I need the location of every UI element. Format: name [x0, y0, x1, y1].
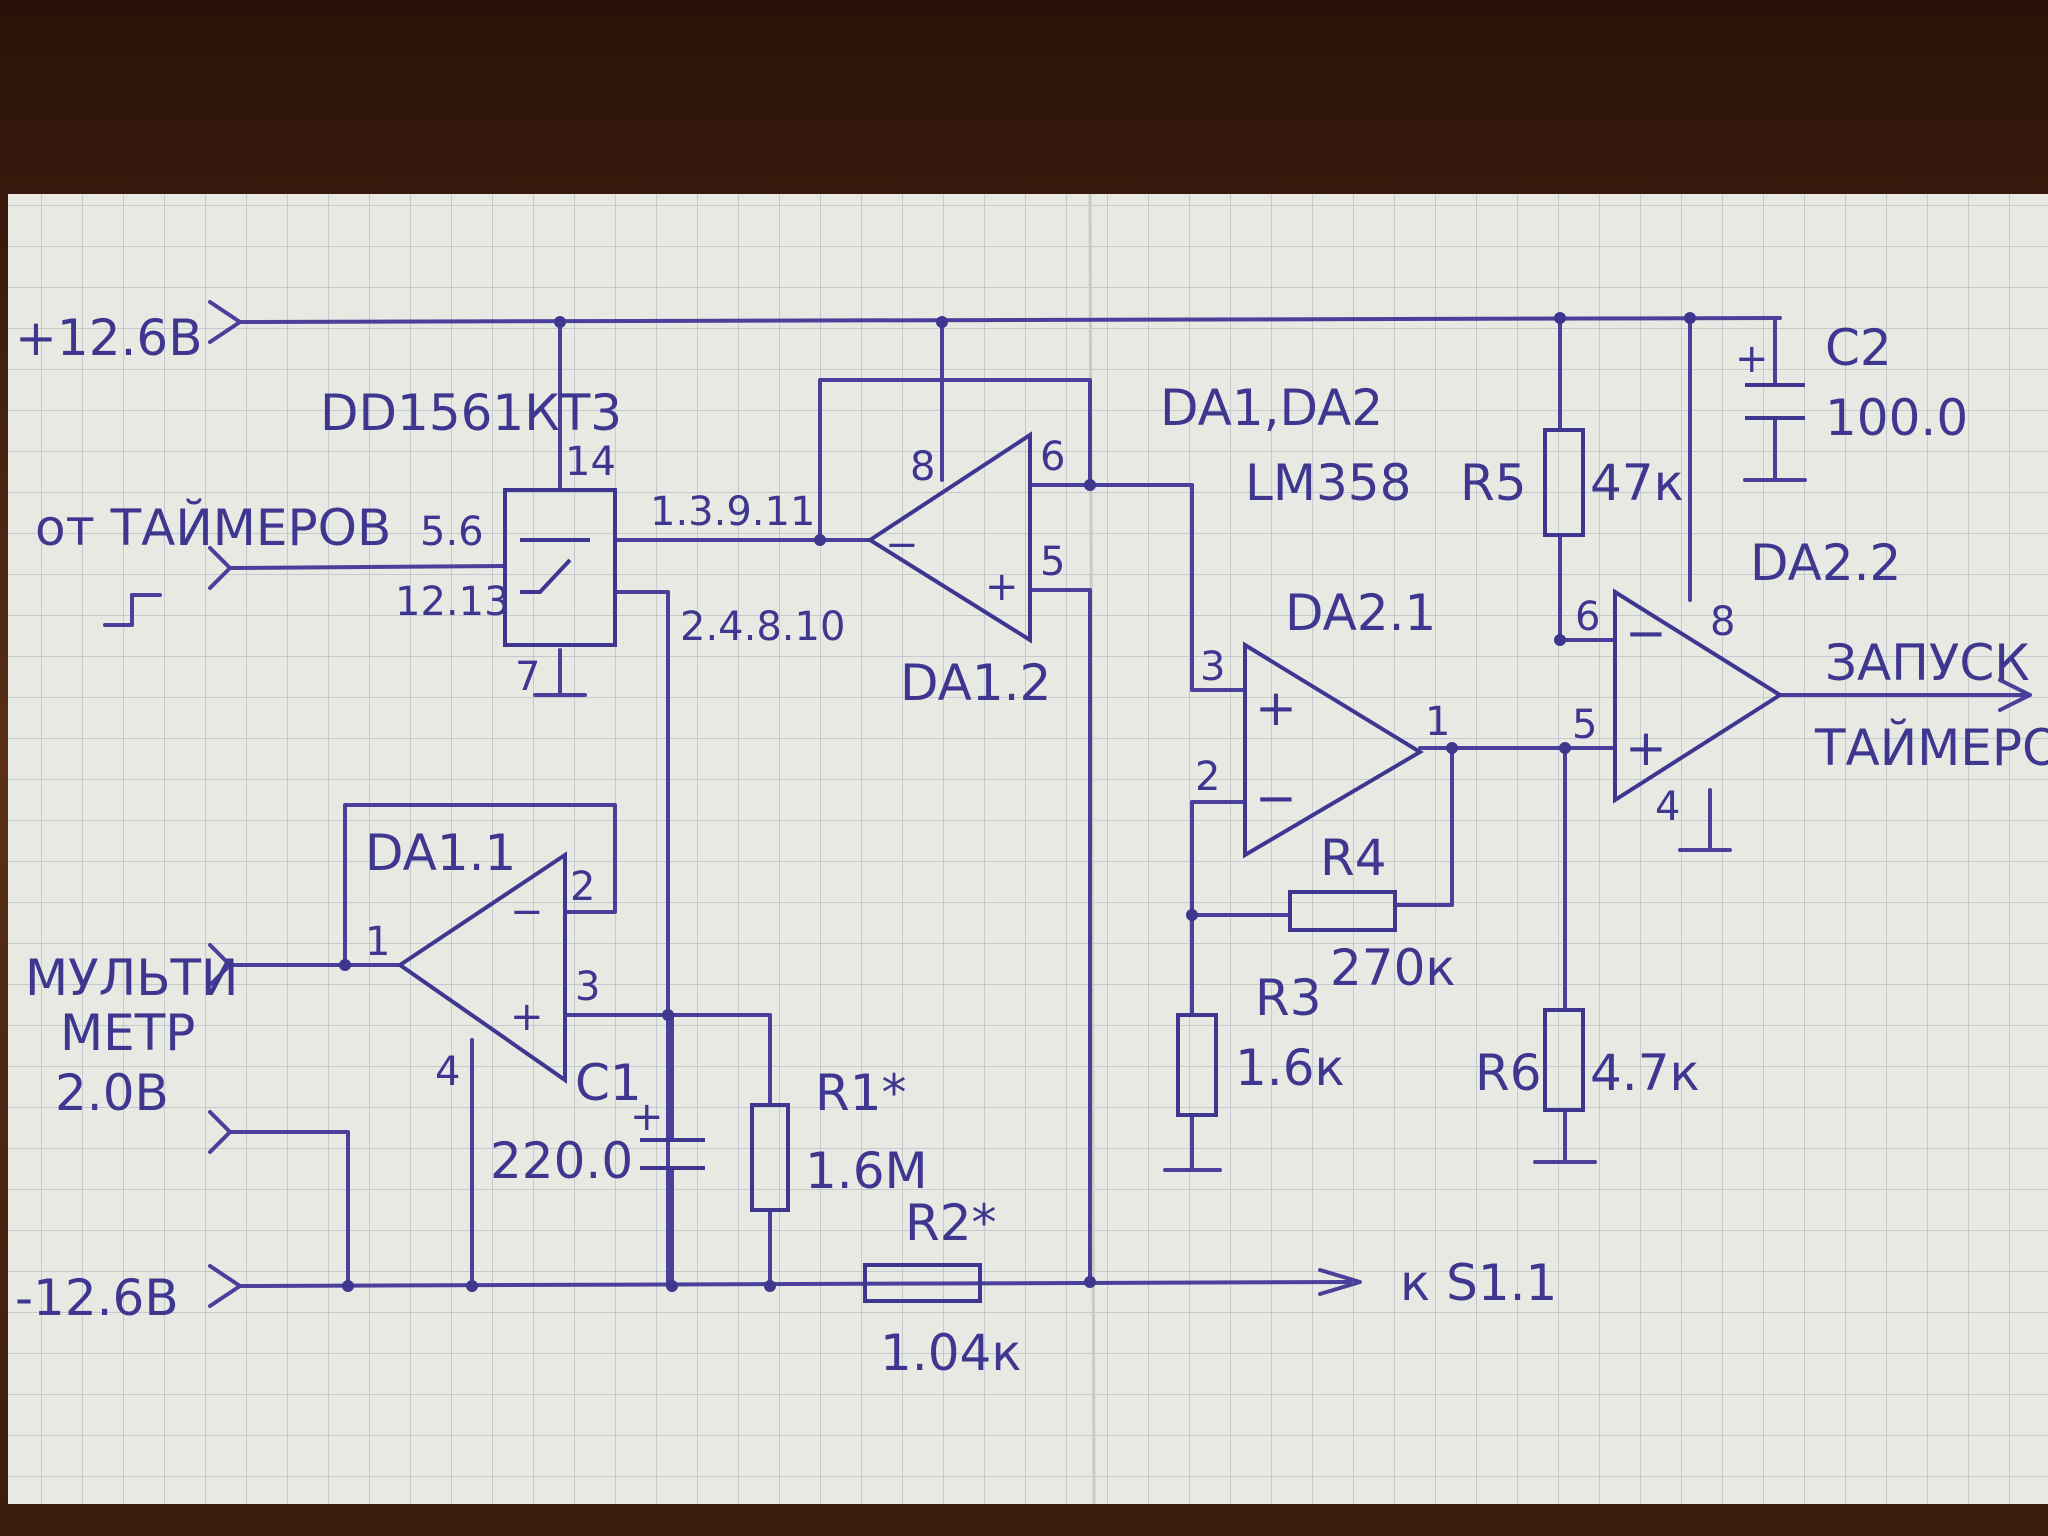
capacitor-c2	[1745, 383, 1805, 420]
opamp-da2-1	[1243, 641, 1424, 859]
label-da1-1-pin1: 1	[365, 919, 390, 965]
label-c1: C1	[575, 1054, 642, 1112]
label-r6-value: 4.7к	[1590, 1044, 1700, 1102]
label-da1-2-minus: −	[885, 522, 919, 568]
label-opamp-types-1: DA1,DA2	[1160, 379, 1383, 437]
label-multimeter-1: МУЛЬТИ	[25, 949, 238, 1007]
label-r3-value: 1.6к	[1235, 1039, 1345, 1097]
label-da2-2-pin4: 4	[1655, 784, 1680, 830]
label-r1: R1*	[815, 1064, 907, 1122]
label-pins-1-3-9-11: 1.3.9.11	[650, 489, 815, 535]
label-da1-1: DA1.1	[365, 824, 516, 882]
label-r2: R2*	[905, 1194, 997, 1252]
opamp-da1-2	[866, 431, 1032, 644]
label-r1-value: 1.6М	[805, 1142, 928, 1200]
label-r5: R5	[1460, 454, 1527, 512]
label-da1-2: DA1.2	[900, 654, 1051, 712]
label-da2-1-pin3: 3	[1200, 644, 1225, 690]
resistor-r6	[1543, 1008, 1585, 1112]
opamp-da2-2	[1613, 588, 1784, 804]
label-pin-14: 14	[565, 439, 616, 485]
schematic-labels: +12.6В -12.6В DD1561КТ3 14 от ТАЙМЕРОВ 5…	[15, 309, 2048, 1382]
label-da2-2-pin6: 6	[1575, 594, 1600, 640]
label-multimeter-3: 2.0В	[55, 1064, 169, 1122]
label-r2-value: 1.04к	[880, 1324, 1022, 1382]
label-pins-2-4-8-10: 2.4.8.10	[680, 604, 845, 650]
label-pins-5-6: 5.6	[420, 509, 484, 555]
label-r4: R4	[1320, 829, 1387, 887]
label-da2-1-minus: −	[1255, 769, 1297, 827]
junction-dots	[339, 312, 1696, 1292]
label-c2: C2	[1825, 319, 1892, 377]
label-r3: R3	[1255, 969, 1322, 1027]
label-start: ЗАПУСК	[1825, 634, 2030, 692]
label-da2-2: DA2.2	[1750, 534, 1901, 592]
dd1-switch-chip	[503, 488, 617, 647]
label-da1-2-plus: +	[985, 564, 1019, 610]
label-da1-1-pin2: 2	[570, 864, 595, 910]
opamp-da1-1	[396, 851, 567, 1084]
label-c1-plus: +	[630, 1094, 664, 1140]
label-da1-1-pin4: 4	[435, 1049, 460, 1095]
resistor-r5	[1543, 428, 1585, 537]
label-c2-plus: +	[1735, 336, 1769, 382]
label-supply-positive: +12.6В	[15, 309, 203, 367]
label-da2-1-pin2: 2	[1195, 754, 1220, 800]
label-da1-1-pin3: 3	[575, 964, 600, 1010]
label-from-timers: от ТАЙМЕРОВ	[35, 498, 391, 557]
label-da1-1-minus: −	[510, 889, 544, 935]
label-c2-value: 100.0	[1825, 389, 1968, 447]
label-da1-1-plus: +	[510, 994, 544, 1040]
label-da2-1-plus: +	[1255, 679, 1297, 737]
label-r6: R6	[1475, 1044, 1542, 1102]
label-pin-7: 7	[515, 654, 540, 700]
label-da2-1: DA2.1	[1285, 584, 1436, 642]
label-da1-2-pin8: 8	[910, 444, 935, 490]
label-da2-1-pin1: 1	[1425, 699, 1450, 745]
resistor-r4	[1288, 890, 1397, 932]
label-da2-2-minus: −	[1625, 604, 1667, 662]
label-to-s1-1: к S1.1	[1400, 1254, 1557, 1312]
resistor-r1	[750, 1103, 790, 1212]
label-r4-value: 270к	[1330, 939, 1456, 997]
label-da2-2-plus: +	[1625, 719, 1667, 777]
resistor-r3	[1176, 1013, 1218, 1117]
label-timers-out: ТАЙМЕРОВ	[1814, 718, 2048, 777]
label-supply-negative: -12.6В	[15, 1269, 179, 1327]
label-chip-dd1: DD1561КТ3	[320, 384, 622, 442]
label-c1-value: 220.0	[490, 1132, 633, 1190]
label-da2-2-pin5: 5	[1572, 702, 1597, 748]
resistor-r2	[863, 1263, 982, 1303]
label-r5-value: 47к	[1590, 454, 1684, 512]
graph-paper-sheet	[8, 193, 2048, 1505]
capacitor-c1	[640, 1138, 705, 1170]
schematic-wires	[103, 300, 2032, 1308]
label-da2-2-pin8: 8	[1710, 599, 1735, 645]
label-da1-2-pin5: 5	[1040, 539, 1065, 585]
label-pins-12-13: 12.13	[395, 579, 510, 625]
label-da1-2-pin6: 6	[1040, 434, 1065, 480]
label-multimeter-2: МЕТР	[60, 1004, 195, 1062]
label-opamp-types-2: LM358	[1245, 454, 1411, 512]
